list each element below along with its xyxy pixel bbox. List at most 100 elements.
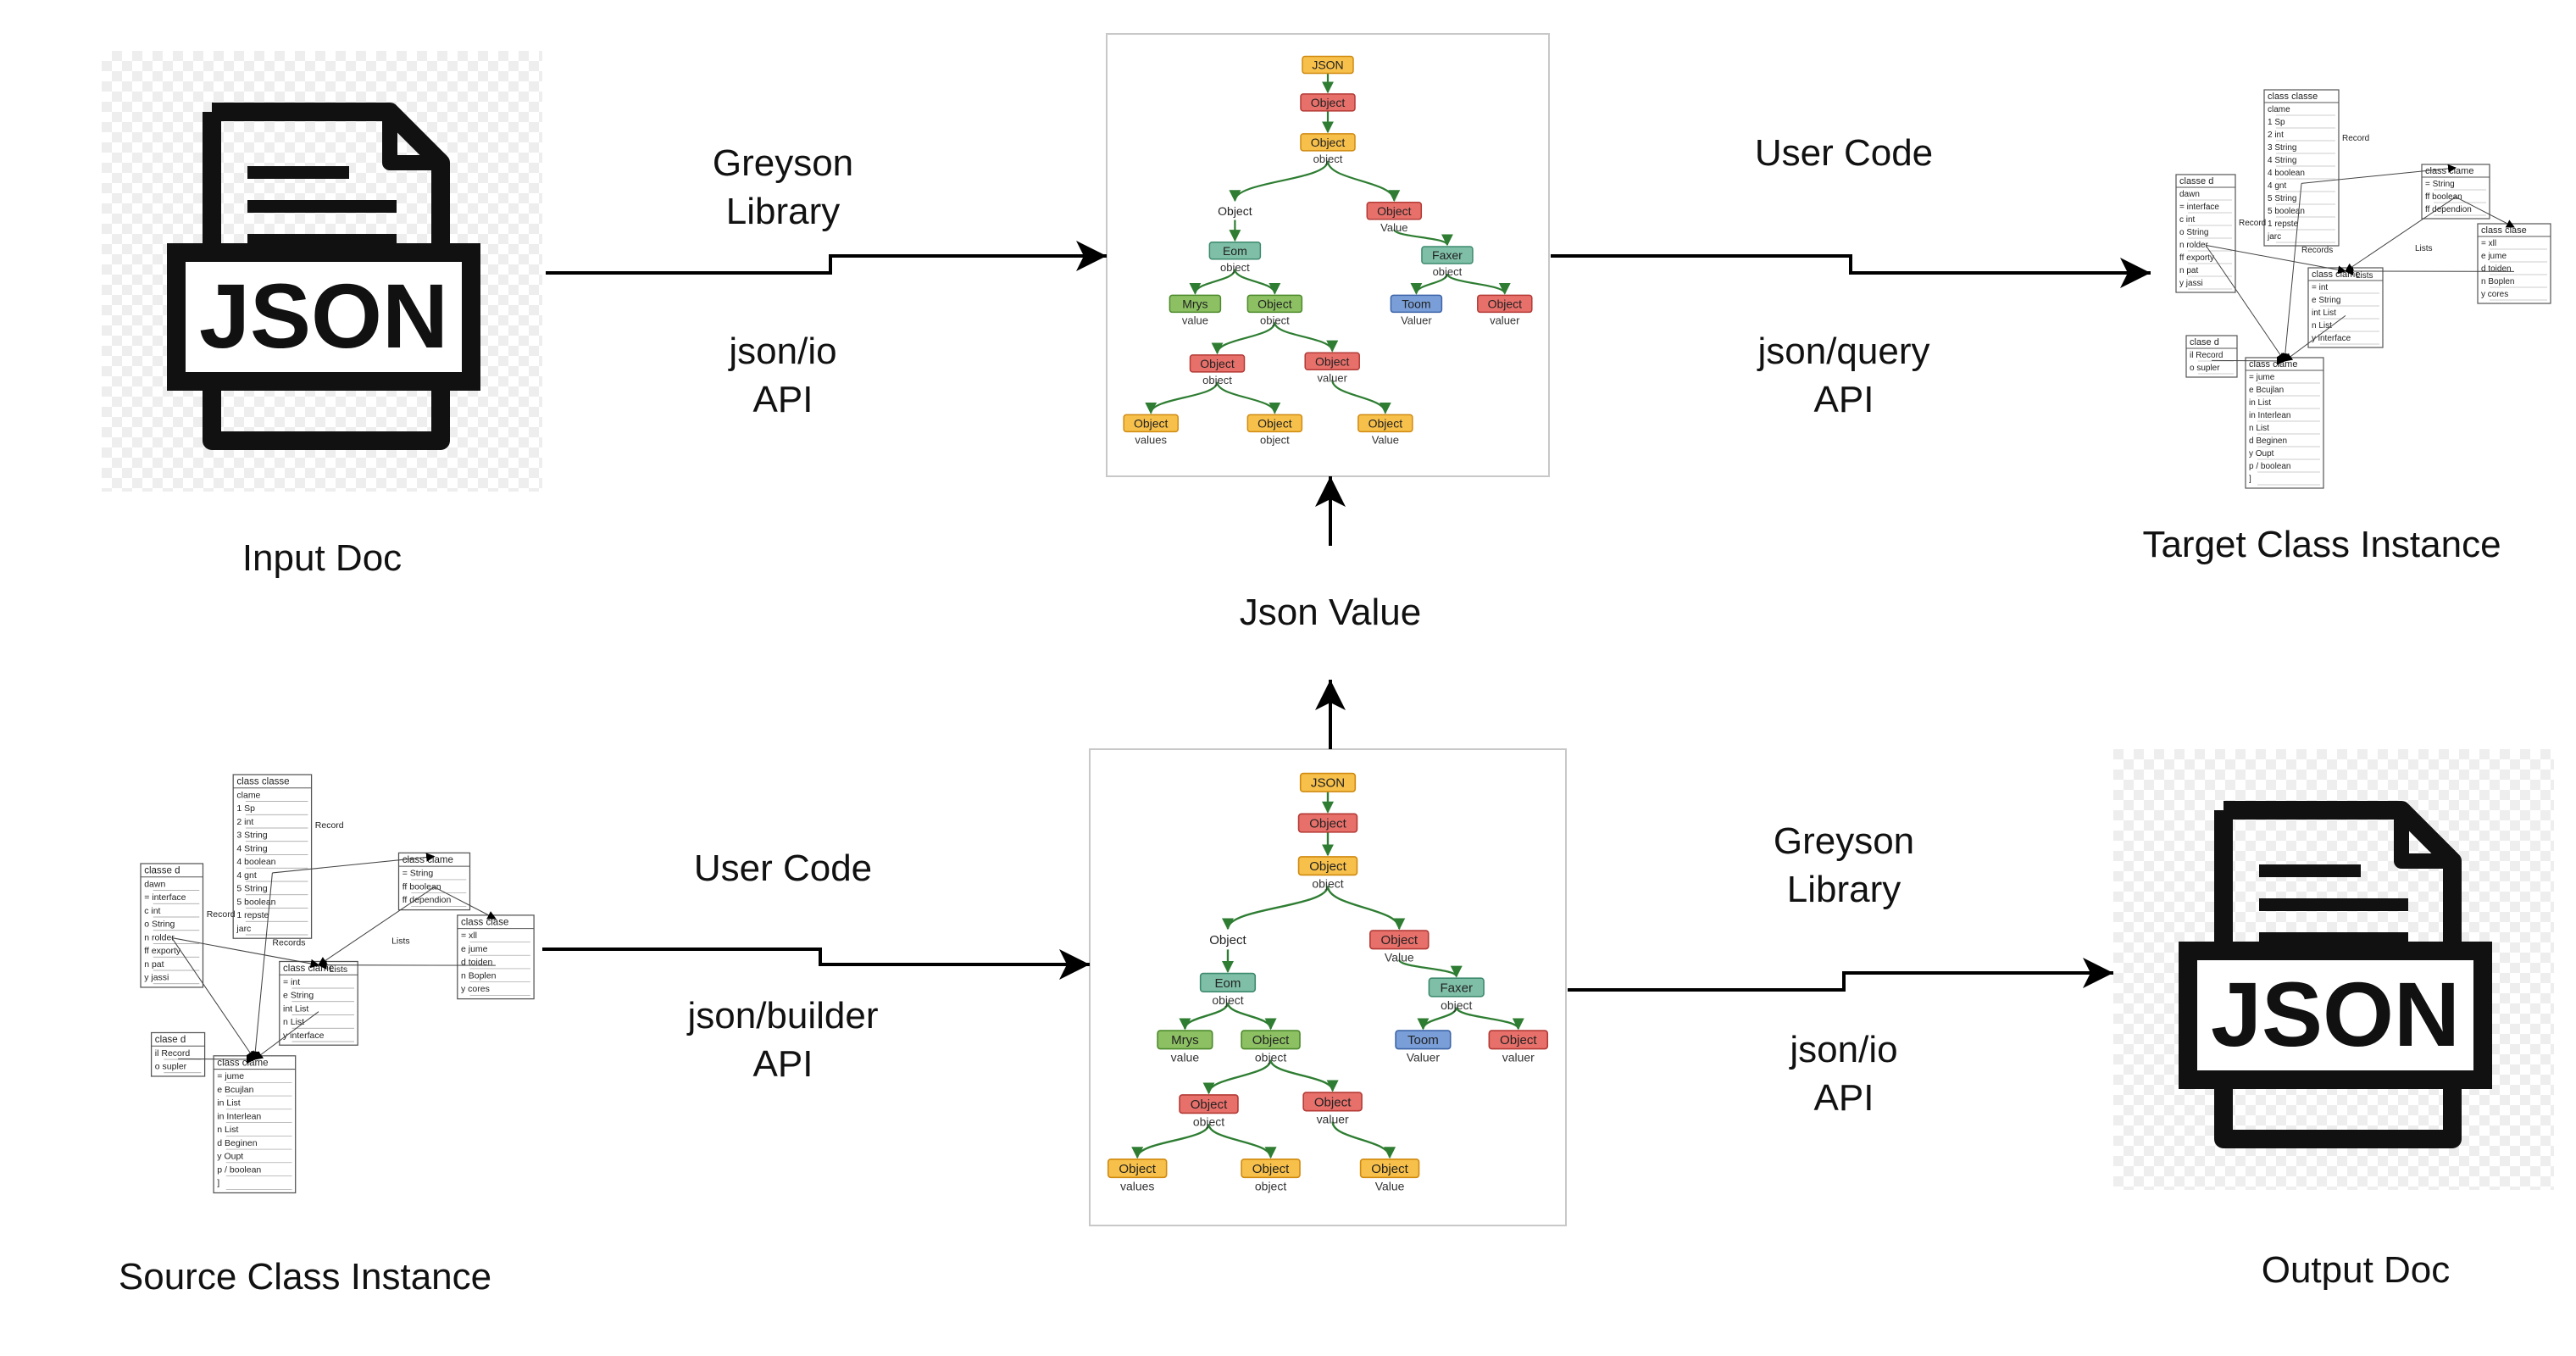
uml-class-row: e Bcujlan [2249,386,2284,395]
tree-node-box [1297,856,1358,876]
uml-link-label: Lists [2356,271,2373,281]
arrow-json-value-to-output [1568,958,2113,992]
uml-class-row: e jume [2481,252,2507,261]
uml-class-row: ] [217,1178,219,1188]
edge-bottom-right-above: Greyson Library [1666,817,2022,914]
uml-class-row: ] [2249,475,2251,484]
uml-link [318,886,435,966]
tree-node-label: Object [1252,1162,1290,1176]
tree-node-sublabel: valuer [1317,1113,1349,1126]
edge-top-left-above-line2: Library [725,191,841,233]
tree-node-sublabel: valuer [1318,371,1348,384]
uml-class-row: n Boplen [461,970,497,981]
arrow-json-value-to-target [1551,254,2151,288]
tree-node-label: JSON [1312,58,1343,72]
uml-class-box [2175,174,2236,293]
uml-class-row: d toiden [2481,264,2512,274]
tree-edge [1455,1007,1524,1031]
uml-relation-label: Record [207,909,236,920]
edge-bottom-right-above-line1: Greyson [1773,820,1915,862]
tree-node-sublabel: Valuer [1401,314,1432,326]
tree-node-box [1189,354,1246,373]
tree-node-label: Mrys [1171,1033,1199,1048]
uml-class-title: class clase [2481,225,2527,236]
edge-bottom-left-below-line2: API [752,1043,813,1086]
tree-node-label: Object [1371,1162,1408,1176]
tree-node-box [1241,1158,1301,1179]
uml-class-title: class clame [402,855,453,865]
edge-bottom-left-above: User Code [613,844,952,892]
tree-node-label: Object [1218,204,1252,218]
uml-link [2301,164,2457,184]
tree-node-box [1300,133,1356,152]
uml-class-box [2421,164,2490,220]
uml-class-box [2263,89,2340,247]
tree-node-sublabel: object [1220,261,1250,274]
tree-node-box [1197,930,1258,950]
uml-class-box [150,1031,206,1077]
uml-class-row: il Record [2190,351,2223,360]
tree-edge [1331,1121,1396,1159]
uml-class-title: clase d [2190,337,2219,347]
uml-class-row: y Oupt [217,1152,243,1162]
tree-node-box [1199,972,1257,992]
edge-bottom-right-above-line2: Library [1786,869,1901,911]
edge-top-left-below-line1: json/io [729,331,837,372]
edge-top-left-above: Greyson Library [613,139,952,236]
tree-node-box [1421,246,1474,264]
uml-link [2455,196,2515,228]
uml-class-row: c int [144,906,160,916]
uml-class-row: o supler [155,1062,187,1072]
uml-class-row: c int [2179,215,2196,225]
edge-top-right-above: User Code [1666,129,2022,177]
uml-class-row: d Beginen [217,1138,257,1148]
tree-edge [1446,273,1511,295]
tree-node-label: Eom [1214,976,1241,991]
edge-bottom-left-below: json/builder API [613,992,952,1088]
tree-edge [1331,380,1391,414]
uml-class-row: y cores [2481,290,2508,299]
tree-edge [1222,886,1330,931]
tree-node-label: Object [1200,357,1235,370]
target-class-instance-caption: Target Class Instance [2142,524,2501,565]
uml-class-title: class clame [2425,166,2473,176]
uml-class-row: 3 String [236,831,267,841]
tree-edge [1211,322,1276,355]
uml-class-row: y interface [2312,334,2351,343]
uml-class-row: 1 repste [236,910,269,920]
uml-class-row: = xll [461,931,477,941]
uml-class-row: d Beginen [2249,436,2287,446]
uml-class-title: class classe [236,777,289,787]
tree-node-box [1246,414,1303,433]
uml-link-label: Lists [330,964,348,975]
tree-node-box [1207,202,1263,220]
tree-node-box [1369,930,1430,950]
uml-link [251,872,273,1061]
tree-node-box [1357,414,1413,433]
tree-node-sublabel: object [1255,1051,1286,1064]
edge-bottom-left-above-line1: User Code [693,848,873,889]
uml-link [2205,244,2346,275]
uml-class-row: dawn [144,879,165,889]
edge-top-left-below: json/io API [613,327,952,424]
uml-link [272,853,436,874]
uml-class-row: in List [2249,398,2271,408]
tree-node-box [1304,352,1360,371]
uml-link [171,937,320,969]
uml-class-row: n rolder [144,932,175,942]
tree-node-sublabel: object [1313,153,1343,165]
tree-node-label: Object [1309,816,1346,831]
uml-class-title: class clame [217,1058,268,1068]
uml-class-row: 4 String [2268,156,2296,165]
uml-class-title: classe d [144,866,180,876]
edge-top-right-above-line1: User Code [1754,132,1934,174]
input-doc-icon: JSON [102,51,542,492]
tree-edge [1234,269,1281,295]
tree-node-label: Object [1377,204,1412,218]
tree-node-box [1477,294,1533,314]
uml-link [2205,245,2285,362]
tree-node-sublabel: object [1255,1179,1286,1192]
tree-node-sublabel: object [1433,265,1463,278]
